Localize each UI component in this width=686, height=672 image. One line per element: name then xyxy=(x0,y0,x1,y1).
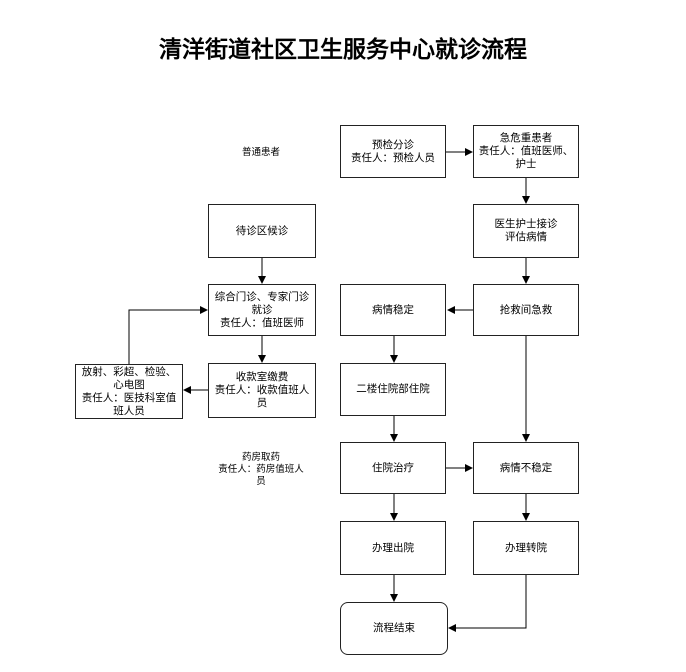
node-discharge: 办理出院 xyxy=(340,521,446,575)
node-stable: 病情稳定 xyxy=(340,284,446,336)
node-hospital-treatment: 住院治疗 xyxy=(340,442,446,494)
node-inpatient-dept: 二楼住院部住院 xyxy=(340,363,446,416)
node-waiting: 待诊区候诊 xyxy=(208,204,316,258)
edge-transfer-end xyxy=(448,575,527,632)
page-title: 清洋街道社区卫生服务中心就诊流程 xyxy=(159,36,527,63)
normal-patient-label: 普通患者 xyxy=(241,147,280,158)
node-rescue: 抢救间急救 xyxy=(473,284,579,336)
node-unstable: 病情不稳定 xyxy=(473,442,579,494)
node-clinic: 综合门诊、专家门诊 就诊 责任人：值班医师 xyxy=(208,284,316,336)
node-cashier: 收款室缴费 责任人：收款值班人 员 xyxy=(208,363,316,418)
node-emergency: 急危重患者 责任人：值班医师、 护士 xyxy=(473,125,579,178)
edge-exams-clinic xyxy=(128,306,208,364)
node-triage: 预检分诊 责任人：预检人员 xyxy=(340,125,446,178)
node-end: 流程结束 xyxy=(340,602,448,655)
node-exams: 放射、彩超、检验、 心电图 责任人：医技科室值 班人员 xyxy=(75,364,183,419)
node-assess: 医生护士接诊 评估病情 xyxy=(473,204,579,258)
node-transfer: 办理转院 xyxy=(473,521,579,575)
pharmacy-label: 药房取药 责任人：药房值班人 员 xyxy=(218,452,304,487)
